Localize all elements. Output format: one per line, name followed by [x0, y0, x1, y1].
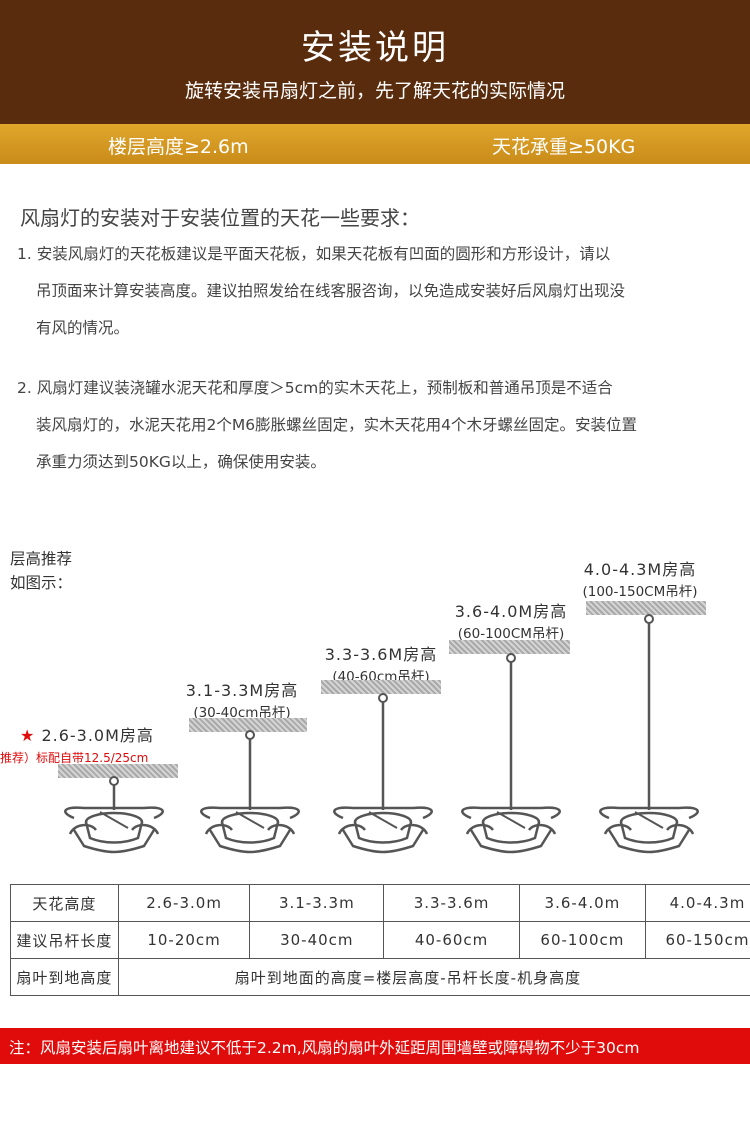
option-2-6: ★ 2.6-3.0M房高 推荐）标配自带12.5/25cm	[0, 722, 190, 766]
option-4-0: 4.0-4.3M房高 (100-150CM吊杆)	[560, 556, 720, 600]
table-cell: 60-100cm	[518, 921, 646, 959]
table-row: 扇叶到地高度 扇叶到地面的高度=楼层高度-吊杆长度-机身高度	[10, 958, 750, 996]
page-title: 安装说明	[301, 28, 449, 68]
fan-2	[200, 730, 300, 854]
table-cell: 3.1-3.3m	[249, 884, 385, 922]
option-3-1: 3.1-3.3M房高 (30-40cm吊杆)	[172, 677, 312, 721]
table-cell: 3.6-4.0m	[518, 884, 646, 922]
option-rod-label: (30-40cm吊杆)	[193, 705, 291, 721]
table-cell: 40-60cm	[383, 921, 520, 959]
table-row: 建议吊杆长度 10-20cm 30-40cm 40-60cm 60-100cm …	[10, 921, 750, 959]
requirement-1-line: 有风的情况。	[36, 319, 130, 337]
table-cell: 60-150cm	[644, 921, 750, 959]
ceiling-plate	[189, 718, 307, 732]
table-cell: 3.3-3.6m	[383, 884, 520, 922]
star-icon: ★	[20, 726, 36, 745]
requirement-item-1: 1. 安装风扇灯的天花板建议是平面天花板，如果天花板有凹面的圆形和方形设计，请以…	[17, 236, 625, 347]
requirement-bar: 楼层高度≥2.6m 天花承重≥50KG	[0, 124, 750, 164]
fan-diagram	[64, 614, 699, 854]
diagram-label: 层高推荐	[10, 550, 73, 568]
spec-table: 天花高度 2.6-3.0m 3.1-3.3m 3.3-3.6m 3.6-4.0m…	[10, 884, 750, 996]
table-cell: 30-40cm	[249, 921, 385, 959]
row-head: 天花高度	[10, 884, 119, 922]
row-head: 扇叶到地高度	[10, 958, 119, 996]
table-row: 天花高度 2.6-3.0m 3.1-3.3m 3.3-3.6m 3.6-4.0m…	[10, 884, 750, 922]
requirements-title: 风扇灯的安装对于安装位置的天花一些要求：	[20, 206, 420, 230]
table-cell: 2.6-3.0m	[117, 884, 251, 922]
ceiling-plate	[449, 640, 570, 654]
diagram-label-sub: 如图示：	[10, 574, 73, 592]
requirement-1-line: 吊顶面来计算安装高度。建议拍照发给在线客服咨询，以免造成安装好后风扇灯出现没	[36, 282, 626, 300]
table-cell: 4.0-4.3m	[644, 884, 750, 922]
ceiling-plate	[586, 601, 706, 615]
requirement-2-line: 承重力须达到50KG以上，确保使用安装。	[36, 453, 326, 471]
option-rod-label: (100-150CM吊杆)	[582, 584, 698, 600]
fan-4	[461, 653, 561, 854]
recommend-rod-label: 推荐）标配自带12.5/25cm	[0, 751, 149, 765]
option-3-6: 3.6-4.0M房高 (60-100CM吊杆)	[436, 598, 586, 642]
page-subtitle: 旋转安装吊扇灯之前，先了解天花的实际情况	[184, 80, 565, 102]
note-text: 注：风扇安装后扇叶离地建议不低于2.2m,风扇的扇叶外延距周围墙壁或障碍物不少于…	[9, 1039, 640, 1057]
option-height-label: 4.0-4.3M房高	[583, 560, 697, 579]
requirement-item-2: 2. 风扇灯建议装浇罐水泥天花和厚度＞5cm的实木天花上，预制板和普通吊顶是不适…	[17, 370, 637, 481]
option-height-label: 2.6-3.0M房高	[41, 726, 154, 745]
option-rod-label: (60-100CM吊杆)	[457, 626, 565, 642]
requirement-1-line: 1. 安装风扇灯的天花板建议是平面天花板，如果天花板有凹面的圆形和方形设计，请以	[17, 245, 611, 263]
ceiling-plate	[321, 680, 441, 694]
requirement-2-line: 装风扇灯的，水泥天花用2个M6膨胀螺丝固定，实木天花用4个木牙螺丝固定。安装位置	[36, 416, 637, 434]
table-cell: 10-20cm	[117, 921, 251, 959]
requirement-2-line: 2. 风扇灯建议装浇罐水泥天花和厚度＞5cm的实木天花上，预制板和普通吊顶是不适…	[17, 379, 613, 397]
option-height-label: 3.6-4.0M房高	[454, 602, 568, 621]
formula-cell: 扇叶到地面的高度=楼层高度-吊杆长度-机身高度	[117, 958, 750, 996]
note-banner: 注：风扇安装后扇叶离地建议不低于2.2m,风扇的扇叶外延距周围墙壁或障碍物不少于…	[0, 1028, 750, 1064]
option-height-label: 3.1-3.3M房高	[185, 681, 299, 700]
ceiling-plate	[58, 764, 178, 778]
fan-1	[64, 776, 164, 854]
option-height-label: 3.3-3.6M房高	[324, 645, 438, 664]
fan-3	[333, 693, 433, 854]
fan-5	[599, 614, 699, 854]
row-head: 建议吊杆长度	[10, 921, 119, 959]
floor-height-requirement: 楼层高度≥2.6m	[108, 136, 249, 158]
ceiling-load-requirement: 天花承重≥50KG	[492, 136, 636, 158]
